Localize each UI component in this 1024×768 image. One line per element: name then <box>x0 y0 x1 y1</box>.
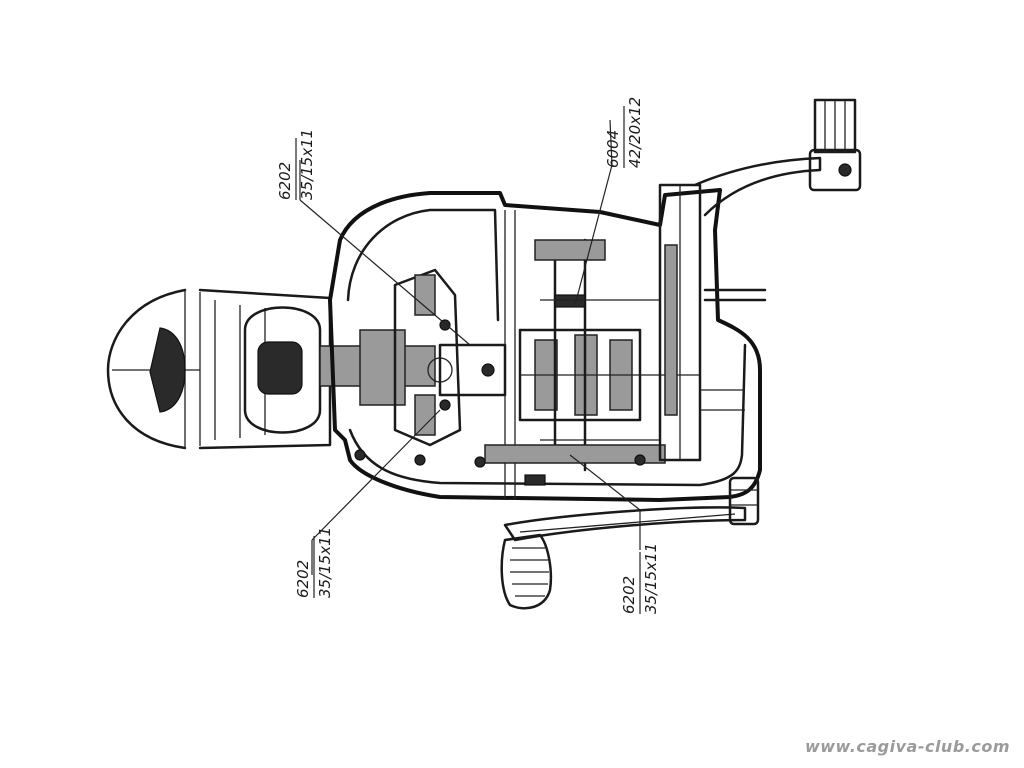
bearing-dimensions: 42/20x12 <box>626 97 644 168</box>
crankshaft-flywheel <box>393 268 507 447</box>
crankcase <box>328 188 762 502</box>
bearing-label-upper-left: 6202 35/15x11 <box>276 129 316 200</box>
bearing-number: 6202 <box>276 162 294 200</box>
bearing-number: 6202 <box>620 576 638 614</box>
bearing-dimensions: 35/15x11 <box>642 543 660 614</box>
gear-lever <box>500 476 760 610</box>
bearing-number: 6202 <box>294 560 312 598</box>
bearing-dimensions: 35/15x11 <box>298 129 316 200</box>
bearing-label-lower-left: 6202 35/15x11 <box>294 527 334 598</box>
kickstart-lever <box>693 98 862 217</box>
website-watermark: www.cagiva-club.com <box>804 737 1010 756</box>
bearing-label-upper-middle: 6004 42/20x12 <box>604 97 644 168</box>
main-shaft <box>658 183 767 462</box>
bearing-dimensions: 35/15x11 <box>316 527 334 598</box>
fasteners <box>354 449 646 486</box>
gearbox <box>484 238 700 472</box>
bearing-number: 6004 <box>604 130 622 168</box>
leader-lines <box>299 119 641 575</box>
bearing-label-lower-right: 6202 35/15x11 <box>620 543 660 614</box>
piston-and-conrod <box>243 306 436 434</box>
